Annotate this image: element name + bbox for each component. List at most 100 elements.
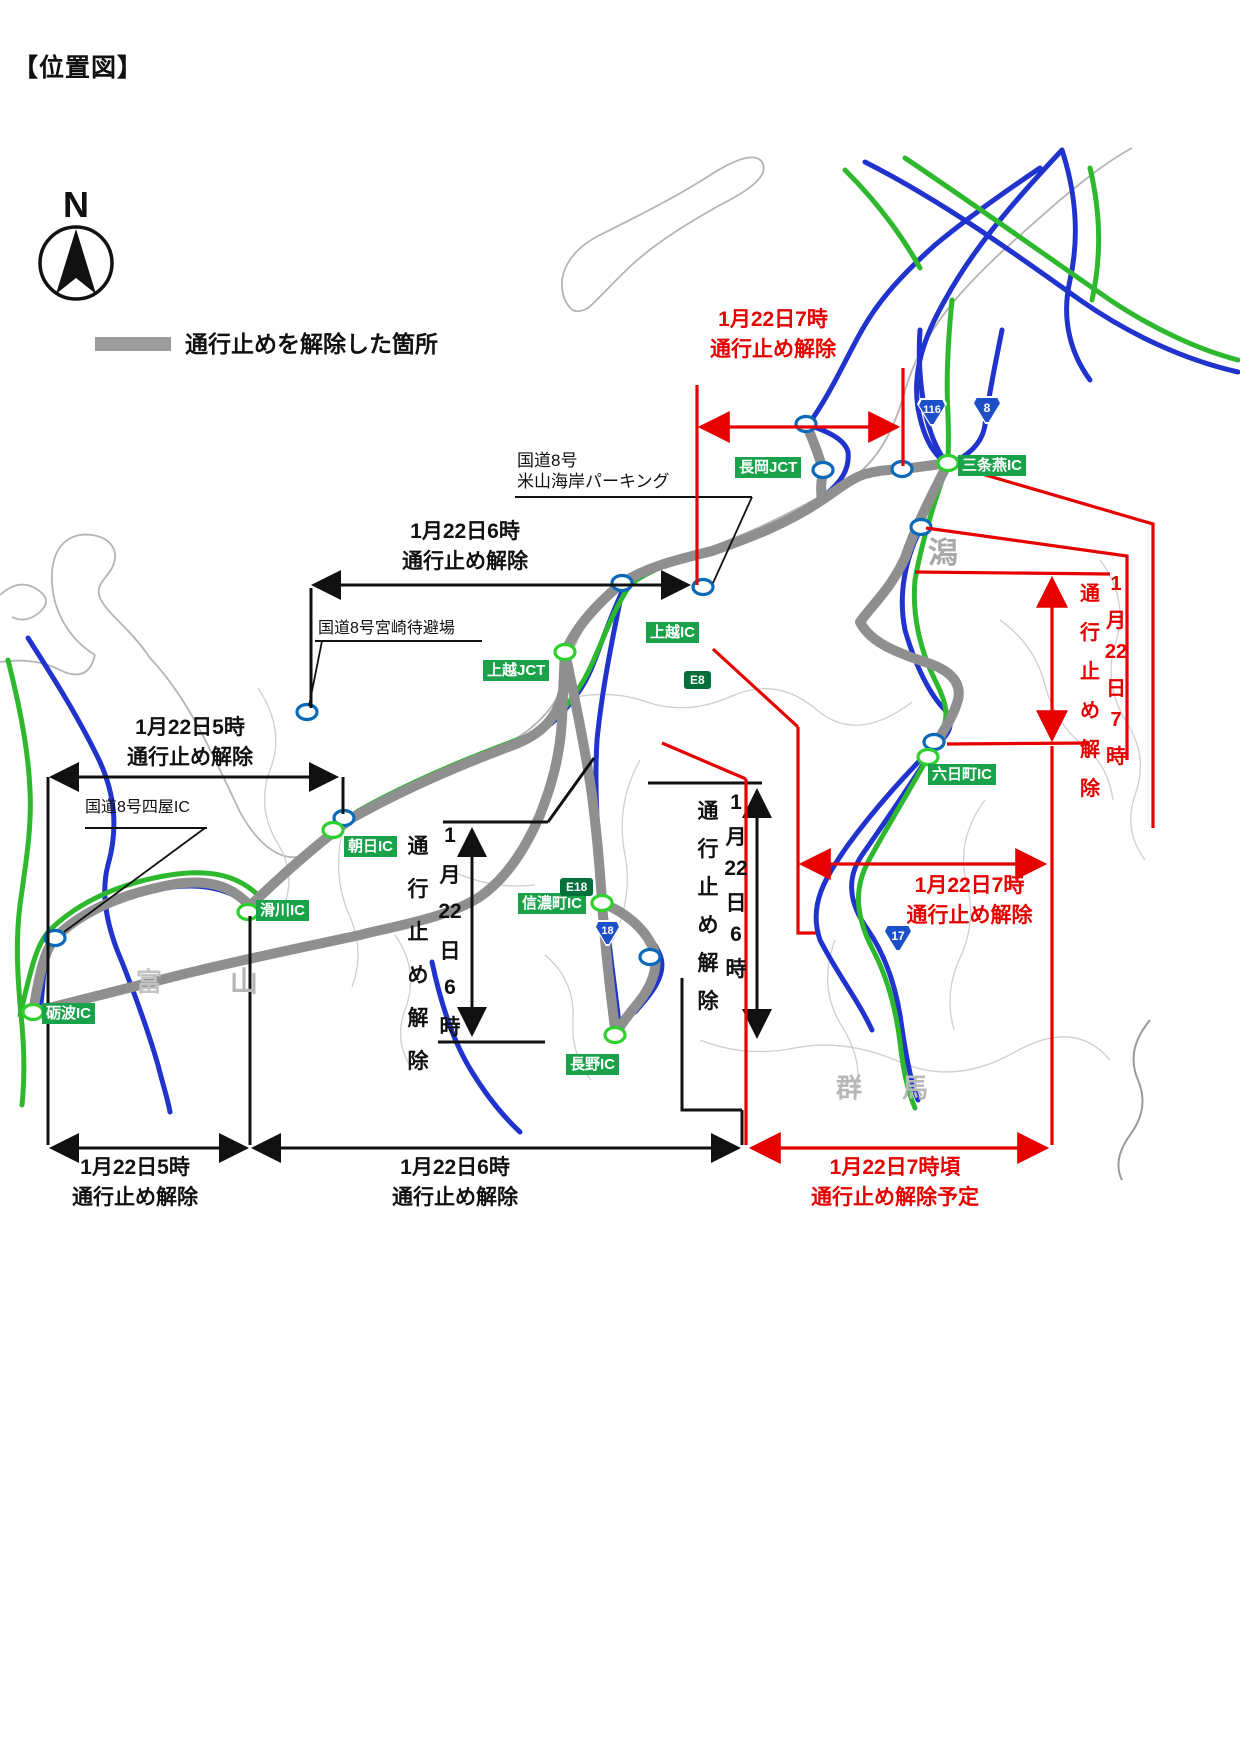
vertical-char: 解 [697,952,719,975]
red-dimension-lines [661,368,1155,1164]
reopened-routes-gray [28,421,964,1041]
vertical-char: 行 [1080,622,1100,644]
vertical-char: 時 [1106,746,1126,768]
label-yotsuya-ic: 国道8号四屋IC [85,799,190,816]
annotation-muikamachi-red: 1月22日7時 通行止め解除 [906,874,1033,927]
ic-label-nagano: 長野IC [566,1054,620,1075]
node-nagano [603,1025,627,1045]
ic-label-muikamachi: 六日町IC [928,764,997,785]
vertical-annotation-right-date: 1 月 22 日 7 時 [1100,573,1132,769]
node-joetsu-ic [610,573,634,593]
vertical-char: 除 [697,990,719,1013]
vertical-char: 日 [439,940,461,963]
vertical-annotation-asahi-date: 1 月 22 日 6 時 [434,824,466,1041]
vertical-char: 日 [1106,678,1126,700]
kanji-gunma-1: 群 [836,1073,863,1103]
legend-swatch-reopened [95,337,171,351]
ic-label-namerikawa: 滑川IC [256,900,310,921]
node-shinanomachi [590,893,614,913]
kanji-niigata: 潟 [928,537,958,570]
vertical-char: 行 [407,878,429,901]
vertical-char: 6 [730,923,742,946]
sanjotsubame-leader [957,465,1155,828]
vertical-char: 22 [438,900,462,923]
label-yoneyama-parking: 国道8号 米山海岸パーキング [517,451,670,491]
annotation-bottom-center: 1月22日6時 通行止め解除 [392,1156,518,1209]
vertical-char: 1 [1110,573,1122,595]
vertical-char: 時 [725,958,747,981]
yotsuya-leader [63,827,206,933]
vertical-char: 22 [1104,641,1128,663]
vertical-char: め [407,964,429,987]
vertical-char: 月 [439,864,461,887]
node-shinanomachi-east [638,947,662,967]
vertical-char: 22 [724,857,748,880]
label-miyazaki-taihijo: 国道8号宮崎待避場 [318,620,455,637]
vertical-char: 止 [407,921,429,944]
vertical-char: 解 [407,1007,429,1030]
vertical-annotation-joetsu-words: 通行止め解除 [692,795,724,1015]
annotation-bottom-left: 1月22日5時 通行止め解除 [72,1156,198,1209]
node-miyazaki [295,702,319,722]
vertical-char: 止 [1080,661,1100,683]
vertical-annotation-joetsu-date: 1 月 22 日 6 時 [720,791,752,983]
node-muikamachi-blue [922,732,946,752]
node-kanetsu-upper [909,517,933,537]
node-sanjotsubame [936,453,960,473]
vertical-char: 解 [1080,739,1100,761]
vertical-char: 除 [1080,778,1100,800]
vertical-annotation-right-words: 通行止め解除 [1074,577,1106,801]
kanji-toyama-1: 富 [136,967,163,997]
kanetsu-leader [925,526,1129,760]
ic-label-nagaoka-jct: 長岡JCT [735,457,802,478]
vertical-char: 通 [1080,583,1100,605]
vertical-char: 日 [725,892,747,915]
north-compass-icon: N [38,185,114,301]
node-nagaoka-jct [811,460,835,480]
national-roads-blue [25,147,1240,1135]
vertical-char: 通 [407,835,429,858]
vertical-char: 時 [439,1016,461,1039]
annotation-bottom-right: 1月22日7時頃 通行止め解除予定 [811,1156,979,1209]
annotation-top-red: 1月22日7時 通行止め解除 [710,308,836,361]
expressway-badge-e8: E8 [684,671,711,689]
kanji-gunma-2: 馬 [902,1073,929,1103]
vertical-char: 1 [730,791,742,814]
ic-label-joetsu-jct: 上越JCT [483,660,550,681]
ic-label-shinanomachi: 信濃町IC [518,893,587,914]
node-joetsu-jct [553,642,577,662]
boundary-dark [1117,1019,1151,1181]
vertical-char: 1 [444,824,456,847]
annotation-center-black: 1月22日6時 通行止め解除 [402,520,528,573]
svg-text:N: N [63,185,89,225]
yoneyama-leader [712,496,753,584]
node-asahi-green [321,820,345,840]
expressway-badge-e18: E18 [560,878,594,896]
vertical-char: 止 [697,876,719,899]
vertical-annotation-asahi-words: 通行止め解除 [402,830,434,1075]
legend-label: 通行止めを解除した箇所 [185,331,438,357]
vertical-char: 7 [1110,709,1122,731]
ic-label-asahi: 朝日IC [344,836,398,857]
node-muikamachi-green [916,747,940,767]
vertical-char: 月 [725,826,747,849]
vertical-char: 除 [407,1050,429,1073]
kanji-toyama-2: 山 [230,966,259,997]
vertical-char: 行 [697,838,719,861]
vertical-char: め [697,914,719,937]
node-yotsuya [43,928,67,948]
node-nagaoka-north [794,414,818,434]
annotation-left-black: 1月22日5時 通行止め解除 [127,716,253,769]
miyazaki-leader [308,640,323,707]
page-title: 【位置図】 [13,54,144,82]
ic-label-joetsu-ic: 上越IC [646,622,700,643]
vertical-char: 通 [697,800,719,823]
node-namerikawa [236,902,260,922]
black-dimension-lines [46,496,772,1163]
vertical-char: 月 [1106,610,1126,632]
vertical-char: め [1080,700,1100,722]
ic-label-sanjotsubame: 三条燕IC [958,455,1027,476]
node-tonami [21,1002,45,1022]
vertical-char: 6 [444,976,456,999]
